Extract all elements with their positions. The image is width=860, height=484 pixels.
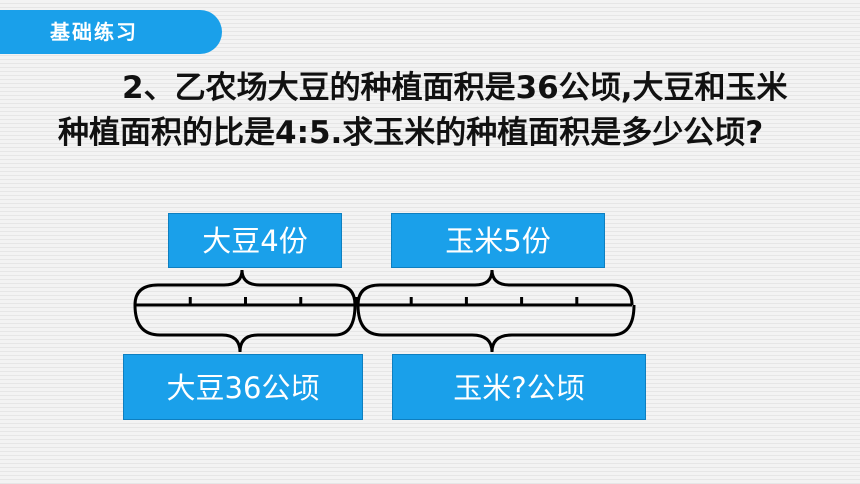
soy-area-box: 大豆36公顷	[123, 354, 363, 420]
section-tag-label: 基础练习	[50, 20, 138, 44]
soy-parts-box: 大豆4份	[168, 213, 342, 268]
question-text: 2、乙农场大豆的种植面积是36公顷,大豆和玉米种植面积的比是4:5.求玉米的种植…	[58, 70, 788, 151]
tick-marks	[188, 297, 579, 305]
soy-upper-brace	[133, 269, 357, 306]
corn-parts-box: 玉米5份	[391, 213, 605, 268]
corn-lower-brace	[356, 304, 636, 353]
corn-area-box: 玉米?公顷	[392, 354, 646, 420]
section-tag: 基础练习	[0, 10, 222, 54]
soy-lower-brace	[133, 304, 357, 353]
corn-upper-brace	[356, 269, 634, 306]
